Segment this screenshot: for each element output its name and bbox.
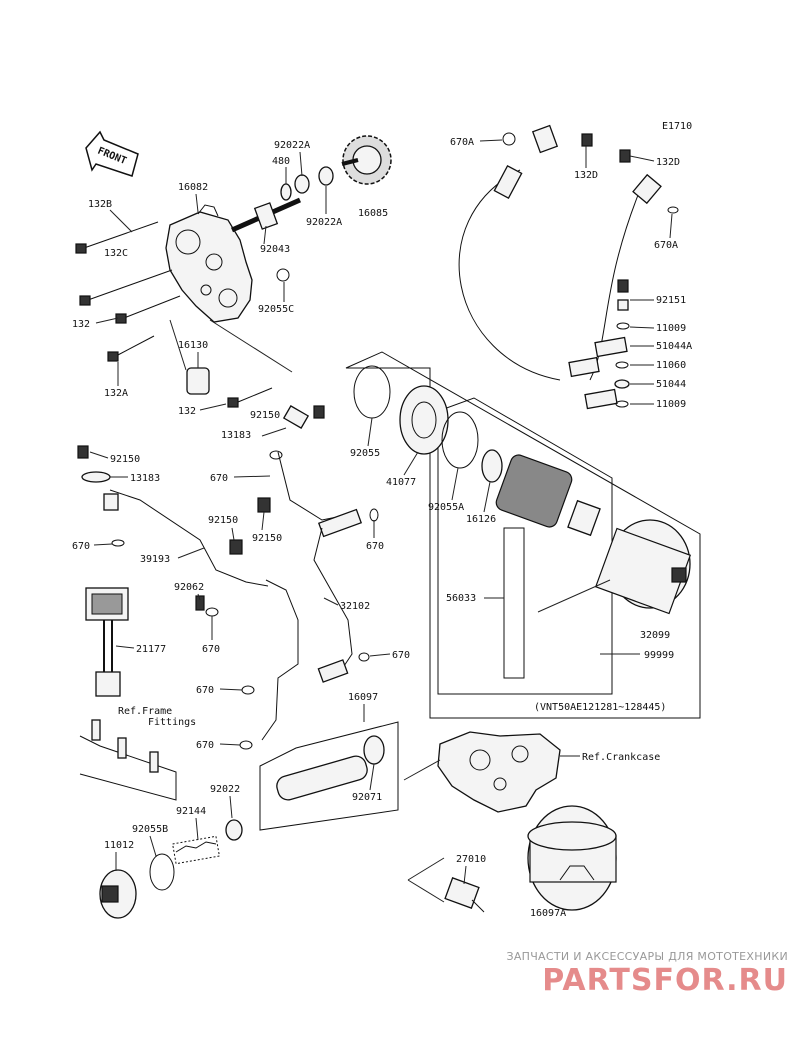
diagram-code: E1710 — [662, 121, 692, 132]
part-label: 92022A — [306, 217, 342, 228]
part-label: 92150 — [110, 454, 140, 465]
part-label: 11009 — [656, 399, 686, 410]
part-label: 480 — [272, 156, 290, 167]
oil-filter-group-box — [345, 351, 701, 719]
front-arrow-icon: FRONT — [85, 130, 139, 177]
relief-valve-parts — [99, 735, 385, 919]
part-label: 132 — [178, 406, 196, 417]
part-label: 132D — [656, 157, 680, 168]
ref-frame-label: Fittings — [148, 717, 196, 728]
part-label: 92022 — [210, 784, 240, 795]
part-label: 92055A — [428, 502, 464, 513]
part-label: 92043 — [260, 244, 290, 255]
part-label: 132 — [72, 319, 90, 330]
part-label: 39193 — [140, 554, 170, 565]
oil-pipes-middle — [77, 405, 379, 750]
relief-valve-box — [259, 721, 399, 831]
watermark-logo: PARTSFOR.RU — [542, 963, 788, 998]
frame-fittings — [79, 719, 177, 801]
ref-frame-label: Ref.Frame — [118, 706, 172, 717]
part-label: 51044A — [656, 341, 692, 352]
part-label: 92150 — [250, 410, 280, 421]
part-label: 670 — [196, 740, 214, 751]
part-label: 13183 — [221, 430, 251, 441]
part-label: 92150 — [208, 515, 238, 526]
part-label: 92144 — [176, 806, 206, 817]
part-label: 670A — [654, 240, 678, 251]
part-label: 16126 — [466, 514, 496, 525]
part-label: 99999 — [644, 650, 674, 661]
part-label: 11060 — [656, 360, 686, 371]
part-label: 16130 — [178, 340, 208, 351]
crankcase-section — [437, 731, 617, 913]
part-label: 670 — [366, 541, 384, 552]
part-label: 92055B — [132, 824, 168, 835]
part-label: 16097 — [348, 692, 378, 703]
part-label: 92055 — [350, 448, 380, 459]
part-label: 13183 — [130, 473, 160, 484]
part-label: 92055C — [258, 304, 294, 315]
part-label: 670A — [450, 137, 474, 148]
part-label: 16085 — [358, 208, 388, 219]
part-label: 56033 — [446, 593, 476, 604]
part-label: 92062 — [174, 582, 204, 593]
part-label: 16082 — [178, 182, 208, 193]
part-label: 670 — [72, 541, 90, 552]
serial-range: (VNT50AE121281~128445) — [534, 702, 666, 713]
pump-drive-parts — [186, 135, 392, 395]
oil-pressure-switch — [85, 587, 129, 697]
part-label: 51044 — [656, 379, 686, 390]
part-label: 132A — [104, 388, 128, 399]
part-label: 11009 — [656, 323, 686, 334]
part-label: 27010 — [456, 854, 486, 865]
part-label: 41077 — [386, 477, 416, 488]
part-label: 11012 — [104, 840, 134, 851]
part-label: 670 — [392, 650, 410, 661]
watermark-caption: ЗАПЧАСТИ И АКСЕССУАРЫ ДЛЯ МОТОТЕХНИКИ — [506, 950, 788, 963]
part-label: 670 — [210, 473, 228, 484]
part-label: 92022A — [274, 140, 310, 151]
part-label: 132C — [104, 248, 128, 259]
part-label: 21177 — [136, 644, 166, 655]
oil-pipe-right — [458, 124, 679, 410]
part-label: 16097A — [530, 908, 566, 919]
part-label: 132B — [88, 199, 112, 210]
part-label: 32102 — [340, 601, 370, 612]
part-label: 92071 — [352, 792, 382, 803]
part-label: 92151 — [656, 295, 686, 306]
oil-filter-parts — [353, 365, 692, 679]
ref-crankcase-label: Ref.Crankcase — [582, 752, 660, 763]
part-label: 670 — [196, 685, 214, 696]
part-label: 132D — [574, 170, 598, 181]
part-label: 670 — [202, 644, 220, 655]
part-label: 32099 — [640, 630, 670, 641]
oil-pump-assembly — [165, 204, 253, 323]
pump-bolts — [75, 221, 273, 408]
part-label: 92150 — [252, 533, 282, 544]
